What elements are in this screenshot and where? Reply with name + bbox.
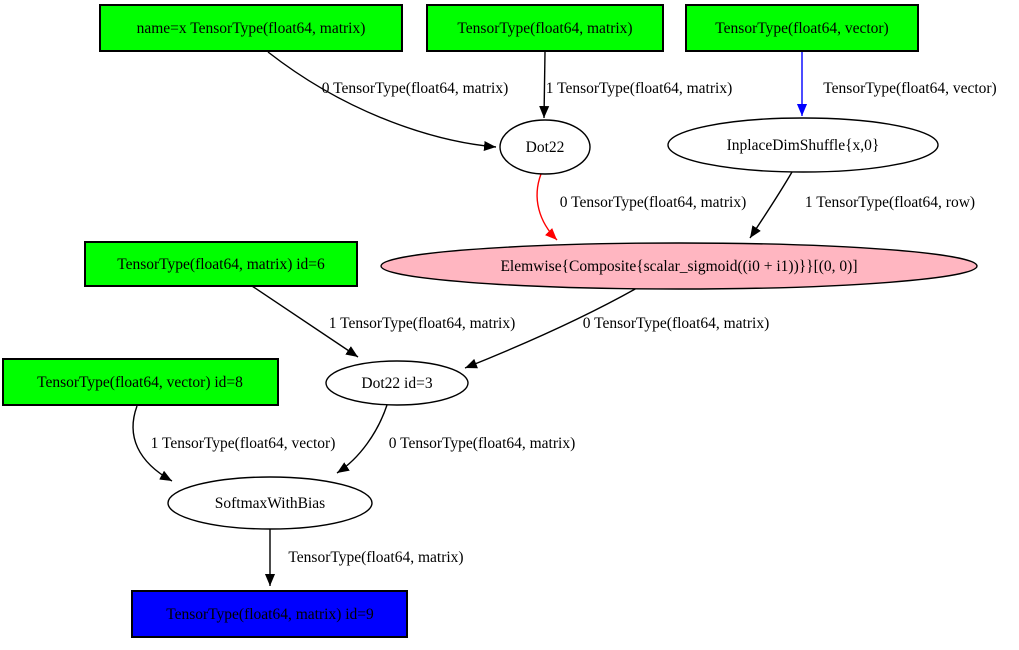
edge-dot22-to-elemwise bbox=[536, 173, 558, 241]
node-label-output-id9: TensorType(float64, matrix) id=9 bbox=[166, 606, 374, 623]
edge-label-elemwise-to-dot22id3: 0 TensorType(float64, matrix) bbox=[583, 315, 770, 332]
node-input-x bbox=[99, 4, 403, 52]
node-dot22 bbox=[499, 119, 591, 175]
node-input-id6 bbox=[84, 241, 358, 287]
edges-layer bbox=[132, 51, 808, 586]
node-label-input-id6: TensorType(float64, matrix) id=6 bbox=[117, 256, 325, 273]
node-labels-layer: name=x TensorType(float64, matrix) Tenso… bbox=[37, 20, 889, 623]
edge-elemwise-to-dot22id3 bbox=[464, 287, 638, 369]
edge-label-id8-to-softmax: 1 TensorType(float64, vector) bbox=[151, 435, 336, 452]
node-label-elemwise: Elemwise{Composite{scalar_sigmoid((i0 + … bbox=[500, 258, 857, 275]
edge-label-x-to-dot22: 0 TensorType(float64, matrix) bbox=[322, 80, 509, 97]
node-input-id8 bbox=[2, 358, 279, 406]
node-label-input-vector: TensorType(float64, vector) bbox=[715, 20, 888, 37]
node-elemwise bbox=[380, 242, 978, 290]
node-dot22-id3 bbox=[325, 360, 469, 406]
edge-label-dimshuffle-to-elemwise: 1 TensorType(float64, row) bbox=[805, 194, 975, 211]
node-input-matrix bbox=[426, 4, 664, 52]
edge-label-dot22id3-to-softmax: 0 TensorType(float64, matrix) bbox=[389, 435, 576, 452]
edge-matrix-to-dot22 bbox=[539, 51, 550, 119]
edge-x-to-dot22 bbox=[267, 51, 497, 151]
node-softmax bbox=[167, 476, 373, 530]
edge-labels-layer: 0 TensorType(float64, matrix) 1 TensorTy… bbox=[151, 80, 997, 566]
edge-label-id6-to-dot22id3: 1 TensorType(float64, matrix) bbox=[329, 315, 516, 332]
edge-id6-to-dot22id3 bbox=[251, 285, 359, 358]
edge-dimshuffle-to-elemwise bbox=[749, 171, 793, 239]
edge-label-softmax-to-output: TensorType(float64, matrix) bbox=[288, 549, 463, 566]
node-output-id9 bbox=[131, 590, 408, 638]
node-label-dot22: Dot22 bbox=[526, 139, 565, 156]
node-label-dimshuffle: InplaceDimShuffle{x,0} bbox=[727, 137, 880, 154]
edge-dot22id3-to-softmax bbox=[336, 404, 388, 474]
node-label-softmax: SoftmaxWithBias bbox=[215, 495, 325, 512]
nodes-layer bbox=[2, 4, 978, 638]
edge-label-matrix-to-dot22: 1 TensorType(float64, matrix) bbox=[546, 80, 733, 97]
edge-label-dot22-to-elemwise: 0 TensorType(float64, matrix) bbox=[560, 194, 747, 211]
edge-label-vector-to-dimshuffle: TensorType(float64, vector) bbox=[823, 80, 996, 97]
node-input-vector bbox=[685, 4, 919, 52]
node-label-dot22-id3: Dot22 id=3 bbox=[361, 375, 432, 392]
node-label-input-matrix: TensorType(float64, matrix) bbox=[457, 20, 632, 37]
node-dimshuffle bbox=[667, 117, 939, 173]
node-label-input-id8: TensorType(float64, vector) id=8 bbox=[37, 374, 243, 391]
node-label-input-x: name=x TensorType(float64, matrix) bbox=[137, 20, 366, 37]
edge-id8-to-softmax bbox=[132, 405, 173, 482]
